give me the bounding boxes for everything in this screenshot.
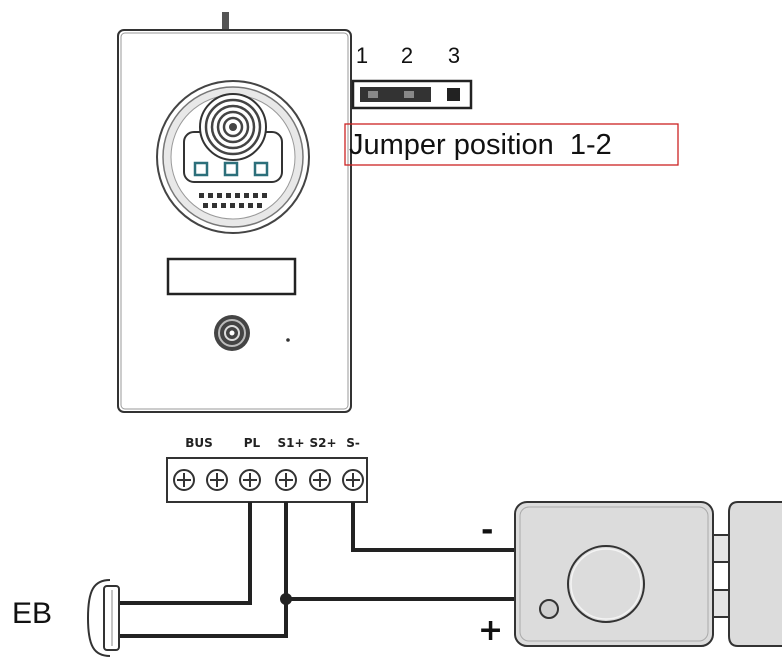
wire-s1-to-button bbox=[119, 502, 288, 638]
led-indicators bbox=[193, 161, 269, 177]
terminal-label-bus: BUS bbox=[185, 436, 213, 450]
jumper-icon bbox=[351, 79, 473, 110]
jumper-pin-3: 3 bbox=[448, 43, 460, 68]
wire-s-minus-to-lock bbox=[351, 502, 515, 552]
call-button-icon bbox=[214, 315, 250, 351]
terminal-screw-icon bbox=[309, 469, 331, 491]
lock-cylinder-icon bbox=[567, 545, 645, 623]
terminal-label-s-minus: S- bbox=[346, 436, 360, 450]
terminal-block: BUS PL S1+ S2+ S- bbox=[166, 436, 368, 503]
jumper-label-box bbox=[344, 123, 679, 166]
jumper-pin-1: 1 bbox=[356, 43, 368, 68]
camera-lens-icon bbox=[199, 93, 267, 161]
terminal-screw-icon bbox=[239, 469, 261, 491]
electric-lock bbox=[514, 501, 730, 647]
speaker-grille-icon bbox=[199, 193, 267, 208]
terminal-label-pl: PL bbox=[244, 436, 261, 450]
lock-plus-sign: + bbox=[478, 613, 503, 648]
jumper-section: 1 2 3 Jumper position 1-2 bbox=[344, 43, 679, 166]
terminal-label-s2-plus: S2+ bbox=[309, 436, 336, 450]
terminal-screw-icon bbox=[173, 469, 195, 491]
antenna bbox=[222, 12, 229, 32]
wire-junction bbox=[280, 593, 292, 605]
jumper-pin-2: 2 bbox=[401, 43, 413, 68]
wire-pl-to-button bbox=[119, 502, 252, 605]
wiring bbox=[119, 502, 515, 638]
lock-indicator-icon bbox=[539, 599, 559, 619]
camera-module bbox=[156, 80, 310, 234]
name-tag-window bbox=[166, 257, 297, 296]
terminal-screw-icon bbox=[275, 469, 297, 491]
door-station bbox=[117, 12, 352, 413]
lock-strike-plate bbox=[728, 501, 782, 647]
terminal-screw-icon bbox=[206, 469, 228, 491]
jumper-position-label: Jumper position 1-2 bbox=[349, 129, 612, 161]
exit-button-label: EB bbox=[12, 597, 52, 630]
exit-button-icon bbox=[86, 579, 120, 657]
microphone-hole bbox=[286, 338, 290, 342]
terminal-screw-icon bbox=[342, 469, 364, 491]
lock-minus-sign: - bbox=[481, 513, 493, 548]
terminal-label-s1-plus: S1+ bbox=[277, 436, 304, 450]
